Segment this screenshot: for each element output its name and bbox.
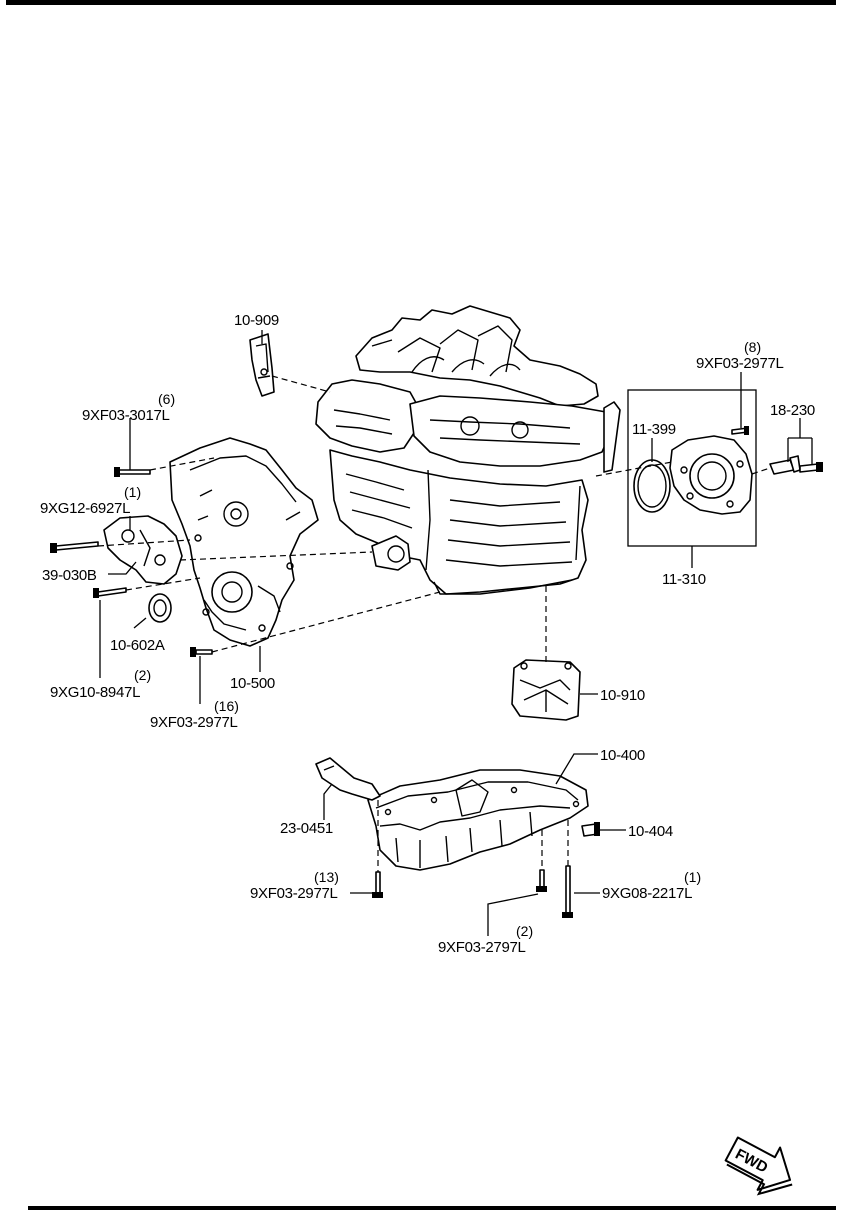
assembly-lines <box>97 375 771 872</box>
part-10-500-front-cover <box>169 437 319 647</box>
pan-bolts <box>372 865 573 918</box>
callout-10-909: 10-909 <box>234 312 279 329</box>
callout-9XF03-3017L: 9XF03-3017L <box>82 407 170 424</box>
part-10-400-oil-pan <box>367 769 589 871</box>
callout-11-310: 11-310 <box>662 571 706 588</box>
callout-9XG10-8947L: 9XG10-8947L <box>50 684 140 701</box>
callout-18-230: 18-230 <box>770 402 815 419</box>
qty-9XF03-2977L-16: (16) <box>214 698 239 714</box>
part-39-030B-bracket <box>103 515 183 585</box>
part-18-230-sensor <box>769 455 823 475</box>
qty-9XF03-3017L: (6) <box>158 391 175 407</box>
callout-39-030B: 39-030B <box>42 567 97 584</box>
qty-9XG10-8947L: (2) <box>134 667 151 683</box>
callout-10-500: 10-500 <box>230 675 275 692</box>
qty-9XG08-2217L: (1) <box>684 869 701 885</box>
fwd-arrow-icon: FWD <box>724 1136 793 1196</box>
bolts-left <box>50 467 213 657</box>
leader-lines <box>99 330 813 936</box>
bottom-rule <box>28 1206 836 1210</box>
engine-block-illustration <box>315 305 621 595</box>
callout-10-910: 10-910 <box>600 687 645 704</box>
callout-10-404: 10-404 <box>628 823 673 840</box>
qty-9XF03-2977L-13: (13) <box>314 869 339 885</box>
callout-9XF03-2977L-13: 9XF03-2977L <box>250 885 338 902</box>
part-10-910-bracket <box>511 659 581 721</box>
part-10-602A-oil-seal <box>148 593 172 623</box>
part-11-310-rear-cover <box>669 435 753 515</box>
callout-10-602A: 10-602A <box>110 637 165 654</box>
part-10-404-drain-plug <box>581 822 600 837</box>
callout-9XF03-2797L: 9XF03-2797L <box>438 939 526 956</box>
callout-11-399: 11-399 <box>632 421 676 438</box>
qty-9XF03-2797L: (2) <box>516 923 533 939</box>
part-10-909-shield <box>249 333 275 397</box>
qty-9XG12-6927L: (1) <box>124 484 141 500</box>
callout-9XF03-2977L-8: 9XF03-2977L <box>696 355 784 372</box>
callout-9XG12-6927L: 9XG12-6927L <box>40 500 130 517</box>
callout-labels: 10-909 (6) 9XF03-3017L (1) 9XG12-6927L 3… <box>40 312 815 956</box>
qty-9XF03-2977L-8: (8) <box>744 339 761 355</box>
part-23-0451-oil-strainer <box>315 757 381 801</box>
callout-10-400: 10-400 <box>600 747 645 764</box>
callout-23-0451: 23-0451 <box>280 820 333 837</box>
callout-9XG08-2217L: 9XG08-2217L <box>602 885 692 902</box>
callout-9XF03-2977L-16: 9XF03-2977L <box>150 714 238 731</box>
bolt-9XF03-2977L-8 <box>731 426 749 435</box>
top-rule <box>6 0 836 5</box>
